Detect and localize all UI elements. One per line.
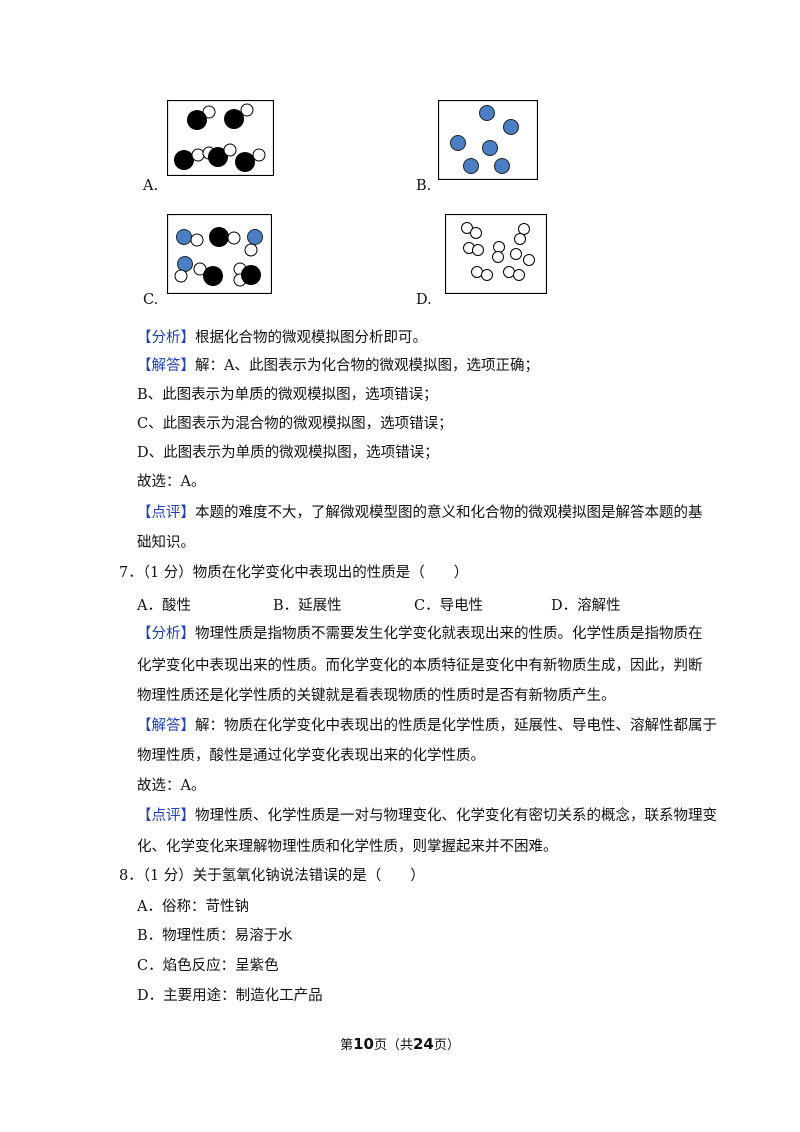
answer-tag: 【解答】 <box>137 718 195 734</box>
atom-white <box>503 266 515 278</box>
q7-analysis-line: 化学变化中表现出来的性质。而化学变化的本质特征是变化中有新物质生成，因此，判断 <box>137 658 703 674</box>
atom-white <box>513 269 525 281</box>
atom-white <box>191 148 205 162</box>
atom-blue <box>494 158 510 174</box>
q8-option-c: C．焰色反应：呈紫色 <box>137 958 279 974</box>
q7-comment-line: 化、化学变化来理解物理性质和化学性质，则掌握起来并不困难。 <box>137 839 558 855</box>
q7-choice: 故选：A。 <box>137 778 206 794</box>
answer-tag: 【解答】 <box>137 358 195 374</box>
q6-answer-line: D、此图表示为单质的微观模拟图，选项错误； <box>137 445 439 461</box>
atom-white <box>510 248 522 260</box>
figure-b-label: B. <box>416 178 432 194</box>
comment-tag: 【点评】 <box>137 505 195 521</box>
atom-black <box>187 110 207 130</box>
q6-choice: 故选：A。 <box>137 474 206 490</box>
page-total: 24 <box>413 1035 434 1053</box>
atom-black <box>203 266 223 286</box>
atom-white <box>514 233 526 245</box>
figure-a-label: A. <box>143 178 159 194</box>
q8-option-a: A．俗称：苛性钠 <box>137 899 249 915</box>
analysis-tag: 【分析】 <box>137 330 195 346</box>
atom-white <box>174 269 188 283</box>
q7-option-c: C．导电性 <box>414 598 484 614</box>
atom-black <box>235 152 255 172</box>
atom-blue <box>177 256 193 272</box>
q6-answer: 【解答】解：A、此图表示为化合物的微观模拟图，选项正确； <box>137 358 539 374</box>
q7-option-b: B．延展性 <box>273 598 342 614</box>
q7-comment: 【点评】物理性质、化学性质是一对与物理变化、化学变化有密切关系的概念，联系物理变 <box>137 808 717 824</box>
atom-white <box>470 227 482 239</box>
figure-b <box>438 100 538 180</box>
atom-black <box>241 265 261 285</box>
atom-white <box>252 148 266 162</box>
q7-analysis: 【分析】物理性质是指物质不需要发生化学变化就表现出来的性质。化学性质是指物质在 <box>137 626 703 642</box>
atom-white <box>240 103 254 117</box>
figure-c <box>167 214 272 294</box>
q7-option-a: A．酸性 <box>137 598 191 614</box>
atom-white <box>190 233 204 247</box>
atom-white <box>227 231 241 245</box>
q8-stem: 8．（1 分）关于氢氧化钠说法错误的是（ ） <box>119 868 425 884</box>
q7-analysis-line: 物理性质还是化学性质的关键就是看表现物质的性质时是否有新物质产生。 <box>137 688 616 704</box>
atom-white <box>244 243 258 257</box>
q6-comment-line: 础知识。 <box>137 535 195 551</box>
atom-blue <box>176 229 192 245</box>
q7-stem: 7．（1 分）物质在化学变化中表现出的性质是（ ） <box>119 565 469 581</box>
q7-answer-line: 物理性质，酸性是通过化学变化表现出来的化学性质。 <box>137 748 485 764</box>
atom-blue <box>479 105 495 121</box>
atom-black <box>174 150 194 170</box>
atom-white <box>471 266 483 278</box>
q8-option-b: B．物理性质：易溶于水 <box>137 928 293 944</box>
atom-black <box>208 147 228 167</box>
figure-d <box>445 214 547 294</box>
figure-c-label: C. <box>143 292 159 308</box>
q6-analysis: 【分析】根据化合物的微观模拟图分析即可。 <box>137 330 427 346</box>
atom-white <box>518 223 530 235</box>
atom-white <box>492 251 504 263</box>
atom-blue <box>503 119 519 135</box>
q7-option-d: D．溶解性 <box>551 598 621 614</box>
q8-option-d: D．主要用途：制造化工产品 <box>137 988 323 1004</box>
atom-white <box>223 143 237 157</box>
comment-tag: 【点评】 <box>137 808 195 824</box>
atom-white <box>481 269 493 281</box>
page-number: 10 <box>353 1035 374 1053</box>
atom-blue <box>450 135 466 151</box>
atom-black <box>224 109 244 129</box>
page-footer: 第10页（共24页） <box>340 1035 460 1053</box>
q6-answer-line: B、此图表示为单质的微观模拟图，选项错误； <box>137 387 438 403</box>
atom-black <box>209 227 229 247</box>
figure-d-label: D. <box>416 292 432 308</box>
atom-white <box>461 222 473 234</box>
q6-comment: 【点评】本题的难度不大，了解微观模型图的意义和化合物的微观模拟图是解答本题的基 <box>137 505 703 521</box>
atom-blue <box>463 158 479 174</box>
atom-white <box>472 244 484 256</box>
atom-white <box>493 241 505 253</box>
atom-blue <box>247 229 263 245</box>
analysis-tag: 【分析】 <box>137 626 195 642</box>
q7-answer: 【解答】解：物质在化学变化中表现出的性质是化学性质，延展性、导电性、溶解性都属于 <box>137 718 717 734</box>
atom-blue <box>482 140 498 156</box>
q6-answer-line: C、此图表示为混合物的微观模拟图，选项错误； <box>137 416 453 432</box>
figure-a <box>167 100 274 176</box>
atom-white <box>523 254 535 266</box>
